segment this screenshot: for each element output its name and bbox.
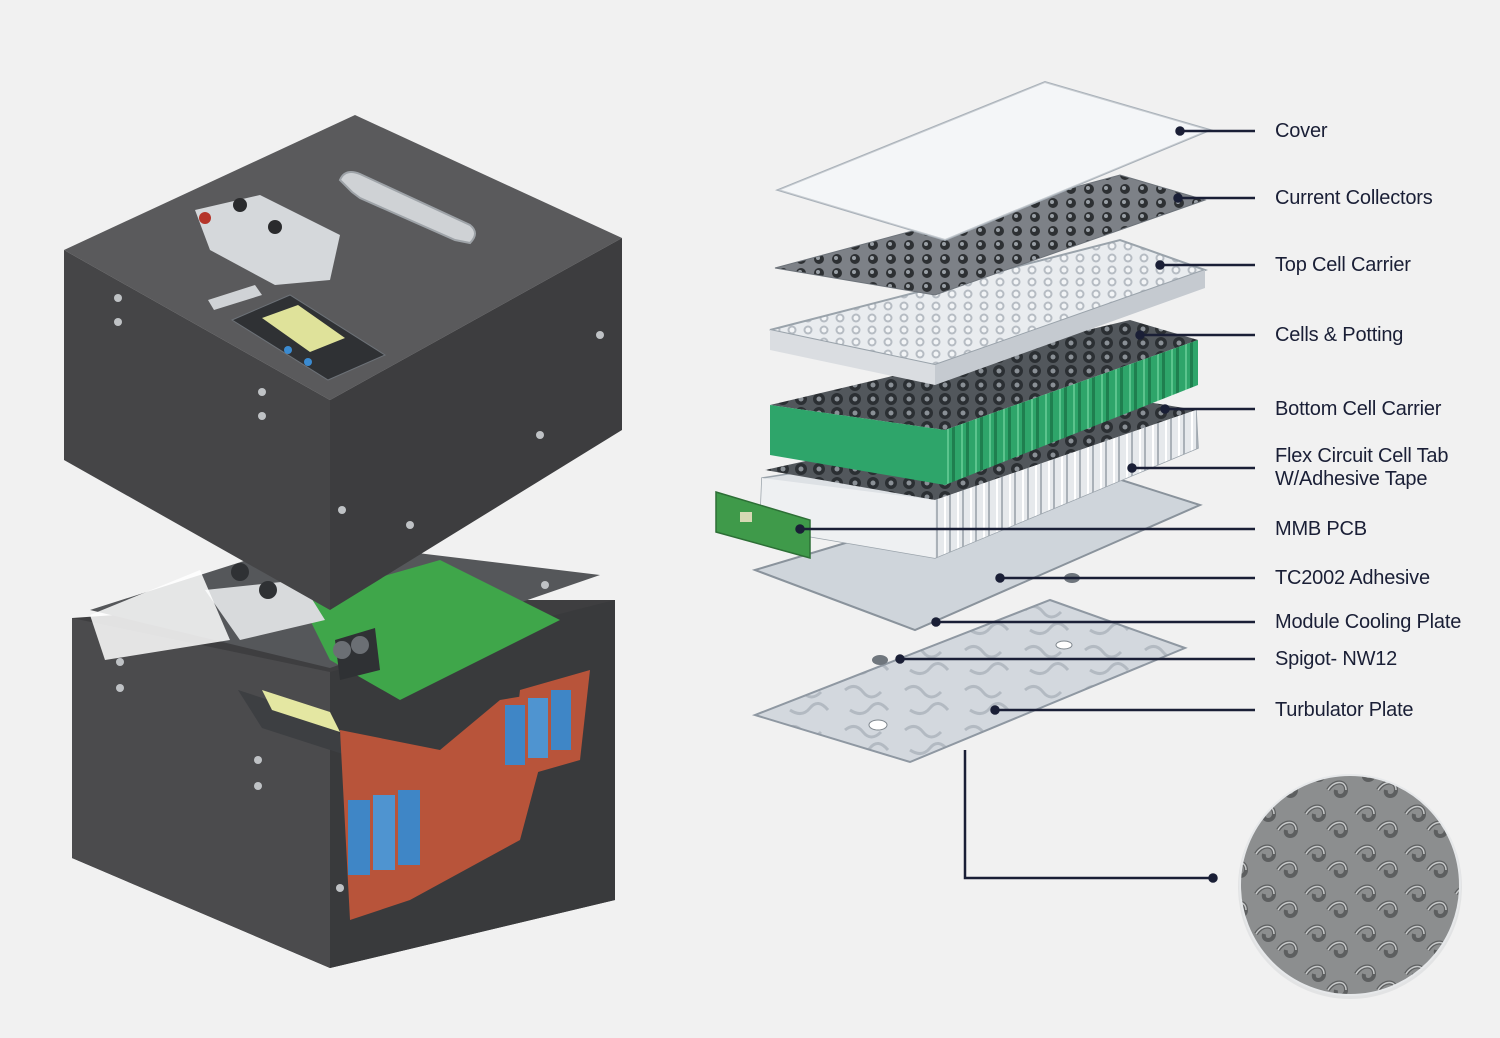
cells-and-potting: [770, 320, 1198, 485]
label-mmb-pcb: MMB PCB: [1275, 518, 1367, 540]
top-cell-carrier: [769, 238, 1209, 385]
label-cells-potting: Cells & Potting: [1275, 324, 1404, 346]
leader-lines: [795, 126, 1255, 883]
label-tc2002-adhesive: TC2002 Adhesive: [1275, 567, 1430, 589]
label-flex-circuit-line1: Flex Circuit Cell Tab: [1275, 445, 1449, 467]
open-battery-box: [72, 540, 615, 968]
label-flex-circuit-line2: W/Adhesive Tape: [1275, 468, 1428, 490]
label-turbulator-plate: Turbulator Plate: [1275, 699, 1414, 721]
label-top-cell-carrier: Top Cell Carrier: [1275, 254, 1411, 276]
mmb-pcb: [715, 490, 811, 559]
label-bottom-cell-carrier: Bottom Cell Carrier: [1275, 398, 1442, 420]
label-spigot: Spigot- NW12: [1275, 648, 1398, 670]
label-module-cooling-plate: Module Cooling Plate: [1275, 611, 1462, 633]
closed-battery-box: [64, 115, 622, 610]
label-current-collectors: Current Collectors: [1275, 187, 1433, 209]
label-cover: Cover: [1275, 120, 1328, 142]
turbulator-plate: [751, 598, 1188, 764]
turbulator-texture-detail: [1238, 774, 1462, 999]
